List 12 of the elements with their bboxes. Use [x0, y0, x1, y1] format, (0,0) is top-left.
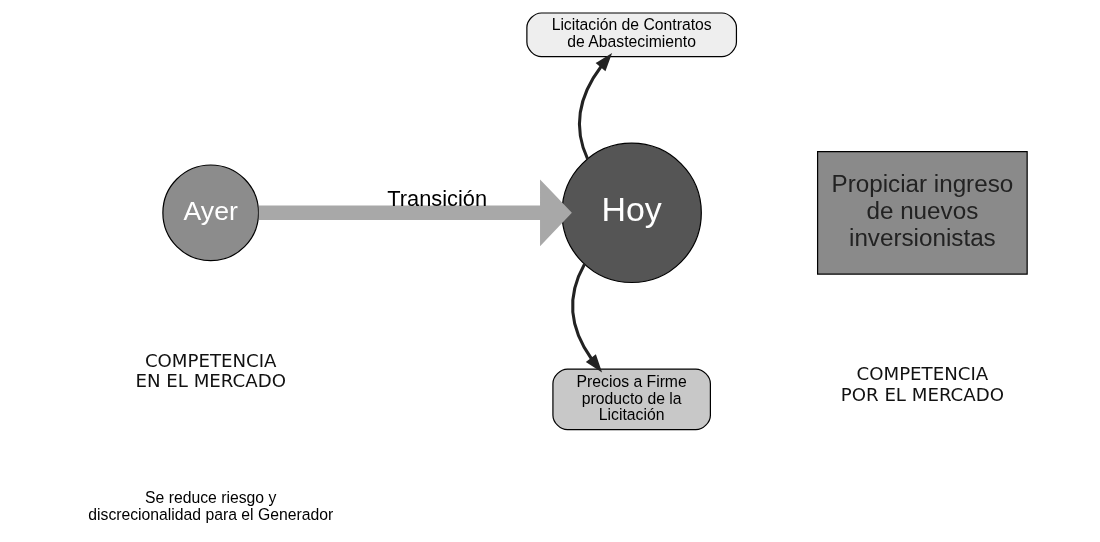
label: Se reduce riesgo y discrecionalidad para el Generador: [87, 488, 333, 523]
arrow: [258, 179, 572, 247]
edge-label: Transición: [386, 186, 487, 212]
arrow: [577, 53, 612, 160]
label: COMPETENCIA POR EL MERCADO: [840, 363, 1004, 405]
label: COMPETENCIA EN EL MERCADO: [135, 349, 286, 392]
node-box: Propiciar ingreso de nuevos inversionistas: [816, 151, 1028, 275]
node-box: Licitación de Contratos de Abastecimiento: [525, 12, 737, 58]
node-box: Precios a Firme producto de la Licitación: [551, 368, 711, 431]
node-circle: Ayer: [161, 164, 259, 262]
node-circle: Hoy: [560, 142, 702, 284]
arrow: [570, 263, 602, 373]
